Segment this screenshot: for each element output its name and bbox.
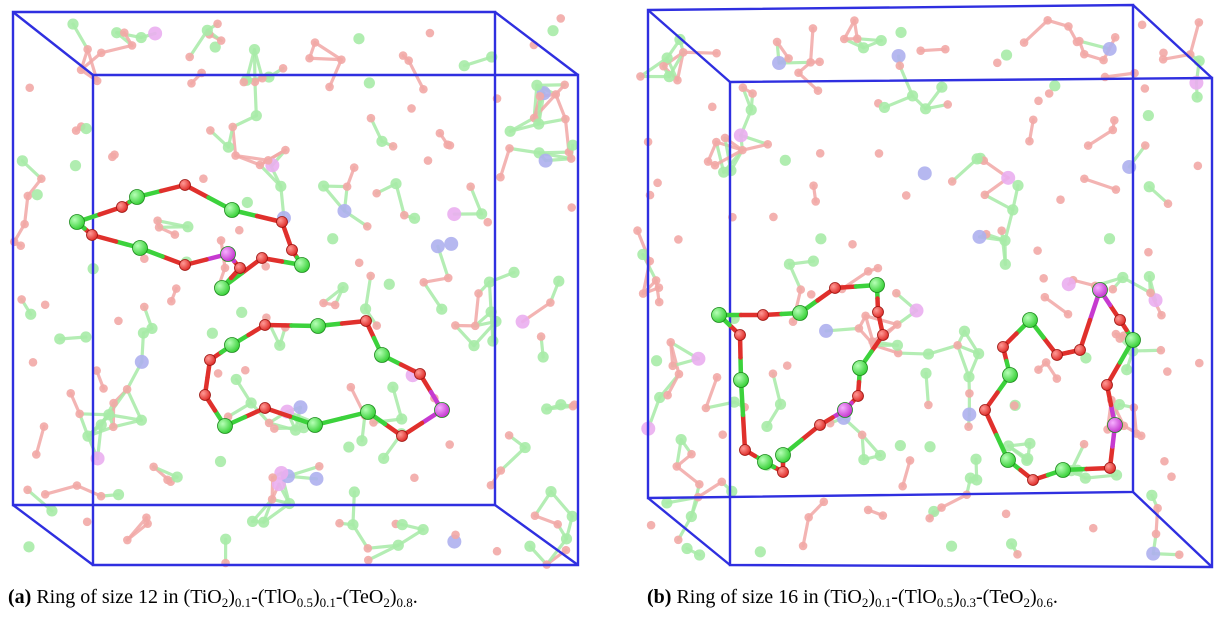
titanium-atom (360, 404, 376, 420)
oxygen-atom (734, 329, 746, 341)
caption-text: Ring of size 12 in (36, 586, 184, 608)
titanium-atom (733, 372, 749, 388)
tellurium-atom (434, 402, 450, 418)
formula: (TiO2)0.1-(TlO0.5)0.3-(TeO2)0.6 (823, 586, 1053, 610)
titanium-atom (775, 447, 791, 463)
oxygen-atom (1104, 462, 1116, 474)
ring-upper (69, 179, 310, 296)
titanium-atom (307, 417, 323, 433)
tellurium-atom (1092, 282, 1108, 298)
oxygen-atom (259, 319, 271, 331)
titanium-atom (129, 189, 145, 205)
oxygen-atom (204, 354, 216, 366)
oxygen-atom (414, 368, 426, 380)
oxygen-atom (396, 430, 408, 442)
molecular-structure-render-b (633, 3, 1214, 569)
caption-label: (b) (647, 586, 672, 608)
oxygen-atom (199, 389, 211, 401)
oxygen-atom (86, 229, 98, 241)
titanium-atom (217, 418, 233, 434)
titanium-atom (224, 202, 240, 218)
oxygen-atom (814, 419, 826, 431)
titanium-atom (214, 280, 230, 296)
oxygen-atom (979, 404, 991, 416)
titanium-atom (310, 318, 326, 334)
molecular-structure-render-a (9, 10, 580, 569)
ring-left (711, 277, 889, 478)
ring-lower (199, 315, 450, 442)
oxygen-atom (179, 259, 191, 271)
titanium-atom (294, 257, 310, 273)
oxygen-atom (1074, 344, 1086, 356)
panel-b: (b) Ring of size 16 in (TiO2)0.1-(TlO0.5… (615, 0, 1215, 617)
oxygen-atom (360, 315, 372, 327)
titanium-atom (792, 305, 808, 321)
oxygen-atom (256, 252, 268, 264)
caption-b: (b) Ring of size 16 in (TiO2)0.1-(TlO0.5… (647, 586, 1058, 610)
oxygen-atom (1027, 474, 1039, 486)
simulation-box (646, 3, 1214, 569)
oxygen-atom (757, 309, 769, 321)
panel-a: (a) Ring of size 12 in (TiO2)0.1-(TlO0.5… (0, 0, 600, 617)
caption-label: (a) (8, 586, 32, 608)
oxygen-atom (234, 262, 246, 274)
titanium-atom (224, 337, 240, 353)
caption-a: (a) Ring of size 12 in (TiO2)0.1-(TlO0.5… (8, 586, 418, 610)
titanium-atom (69, 214, 85, 230)
ring-right (979, 282, 1141, 486)
simulation-box (11, 10, 580, 567)
titanium-atom (869, 277, 885, 293)
background-network (9, 14, 579, 569)
oxygen-atom (1051, 349, 1063, 361)
oxygen-atom (739, 444, 751, 456)
oxygen-atom (259, 402, 271, 414)
oxygen-atom (276, 216, 288, 228)
oxygen-atom (179, 179, 191, 191)
oxygen-atom (286, 244, 298, 256)
titanium-atom (1125, 332, 1141, 348)
oxygen-atom (877, 329, 889, 341)
formula: (TiO2)0.1-(TlO0.5)0.1-(TeO2)0.8 (183, 586, 413, 610)
titanium-atom (132, 240, 148, 256)
background-network (633, 16, 1205, 561)
titanium-atom (1022, 312, 1038, 328)
oxygen-atom (852, 390, 864, 402)
titanium-atom (374, 347, 390, 363)
oxygen-atom (997, 341, 1009, 353)
caption-text: Ring of size 16 in (676, 586, 824, 608)
titanium-atom (1000, 452, 1016, 468)
oxygen-atom (1101, 379, 1113, 391)
titanium-atom (1002, 367, 1018, 383)
oxygen-atom (777, 466, 789, 478)
oxygen-atom (116, 201, 128, 213)
titanium-atom (757, 454, 773, 470)
oxygen-atom (872, 306, 884, 318)
titanium-atom (711, 307, 727, 323)
titanium-atom (1055, 462, 1071, 478)
tellurium-atom (220, 246, 236, 262)
titanium-atom (852, 360, 868, 376)
tellurium-atom (1107, 417, 1123, 433)
tellurium-atom (837, 402, 853, 418)
oxygen-atom (1114, 314, 1126, 326)
oxygen-atom (829, 282, 841, 294)
